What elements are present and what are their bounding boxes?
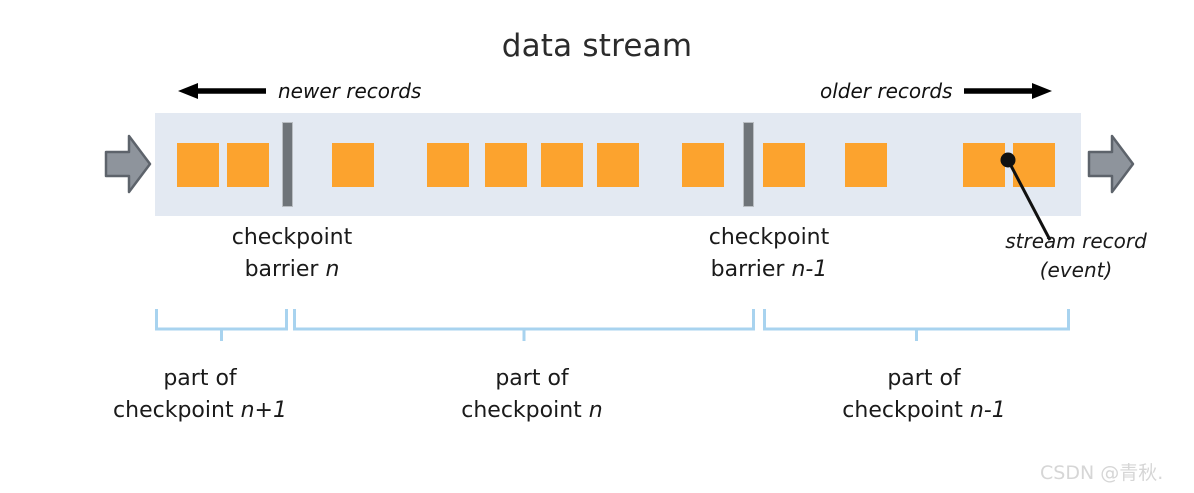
stream-record <box>177 143 219 187</box>
callout-dot-icon <box>1000 152 1016 168</box>
stream-record <box>541 143 583 187</box>
part-n-line1: part of <box>495 366 569 391</box>
part-n-line2: checkpoint n <box>461 397 603 423</box>
checkpoint-barrier-n <box>282 122 293 207</box>
checkpoint-barrier-n-minus-1 <box>743 122 754 207</box>
stream-record <box>763 143 805 187</box>
bracket-checkpoint-n-plus-1 <box>155 307 288 343</box>
callout-line2: (event) <box>1039 258 1113 282</box>
barrier-n-line1: checkpoint <box>231 225 353 250</box>
callout-line1: stream record <box>1005 229 1147 253</box>
barrier-n1-line1: checkpoint <box>708 225 830 250</box>
page-title: data stream <box>501 28 693 64</box>
stream-record-callout-label: stream record (event) <box>960 227 1192 285</box>
part-of-checkpoint-n-plus-1-label: part of checkpoint n+1 <box>62 363 338 427</box>
older-records-label: older records <box>820 79 953 103</box>
stream-record <box>597 143 639 187</box>
bracket-checkpoint-n-minus-1 <box>763 307 1070 343</box>
stream-record <box>485 143 527 187</box>
stream-record <box>845 143 887 187</box>
barrier-n-line2: barrier n <box>244 256 340 282</box>
arrow-right-icon <box>964 82 1053 100</box>
watermark: CSDN @青秋. <box>1040 462 1164 484</box>
newer-records-indicator: newer records <box>178 78 421 104</box>
part-nm1-line1: part of <box>887 366 961 391</box>
stream-record <box>963 143 1005 187</box>
newer-records-label: newer records <box>278 79 422 103</box>
stream-inflow-arrow-icon <box>104 133 152 199</box>
part-nm1-line2: checkpoint n-1 <box>842 397 1006 423</box>
arrow-left-icon <box>178 82 266 100</box>
stream-record <box>682 143 724 187</box>
part-of-checkpoint-n-label: part of checkpoint n <box>408 363 656 427</box>
data-stream-band <box>155 113 1081 216</box>
checkpoint-barrier-n-label: checkpoint barrier n <box>186 222 398 286</box>
part-of-checkpoint-n-minus-1-label: part of checkpoint n-1 <box>788 363 1060 427</box>
part-np1-line1: part of <box>163 366 237 391</box>
checkpoint-barrier-n-minus-1-label: checkpoint barrier n-1 <box>658 222 880 286</box>
stream-outflow-arrow-icon <box>1087 133 1135 199</box>
stream-record <box>427 143 469 187</box>
stream-record <box>227 143 269 187</box>
stream-record-callout-line <box>1000 148 1090 247</box>
older-records-indicator: older records <box>820 78 1053 104</box>
bracket-checkpoint-n <box>293 307 755 343</box>
stream-record <box>332 143 374 187</box>
barrier-n1-line2: barrier n-1 <box>710 256 828 282</box>
part-np1-line2: checkpoint n+1 <box>113 397 287 423</box>
